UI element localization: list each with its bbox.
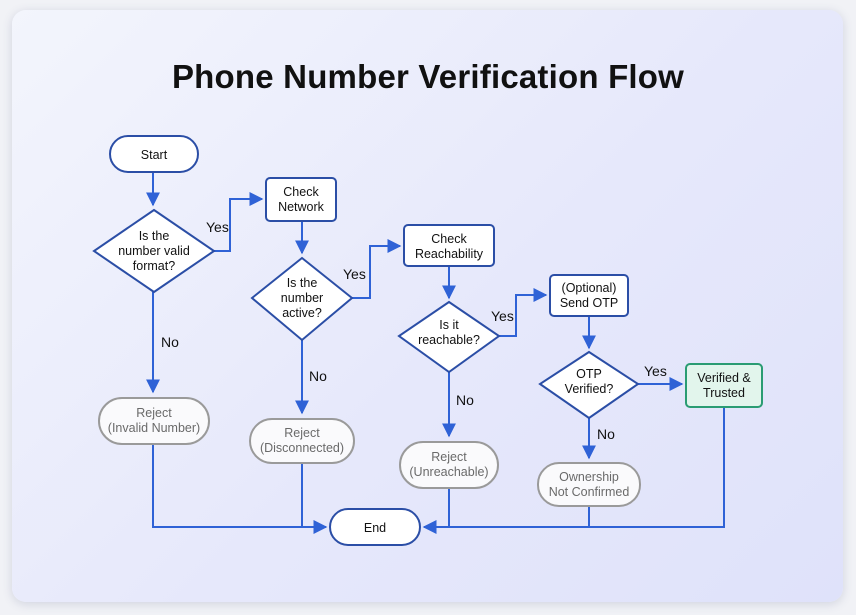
diagram-card: [12, 10, 843, 602]
edge-reject-invalid-to-end: [152, 444, 328, 534]
verified-line-2: Trusted: [703, 386, 745, 400]
edge-active-yes-to-reachability: [352, 239, 402, 299]
terminal-verified-trusted: Verified & Trusted: [685, 363, 763, 408]
terminal-reject-invalid: Reject (Invalid Number): [98, 397, 210, 445]
page-title: Phone Number Verification Flow: [171, 58, 685, 95]
active-line-3: active?: [282, 306, 322, 320]
edge-verified-to-end: [422, 407, 725, 534]
ownership-line-1: Ownership: [559, 470, 619, 484]
valid-line-1: Is the: [139, 229, 170, 243]
valid-line-3: format?: [133, 259, 175, 273]
reject-unreachable-line-2: (Unreachable): [409, 465, 488, 479]
network-line-2: Network: [278, 200, 325, 214]
network-line-1: Check: [283, 185, 319, 199]
label-no-1: No: [161, 334, 179, 350]
valid-line-2: number valid: [118, 244, 190, 258]
start-node: Start: [109, 135, 199, 173]
process-check-network: Check Network: [265, 177, 337, 222]
label-yes-4: Yes: [644, 363, 667, 379]
reachable-line-1: Is it: [439, 318, 459, 332]
reject-unreachable-line-1: Reject: [431, 450, 467, 464]
otp-line-2: Verified?: [565, 382, 614, 396]
edge-reachable-yes-to-otp: [499, 288, 548, 337]
ownership-line-2: Not Confirmed: [549, 485, 630, 499]
end-label: End: [364, 521, 386, 535]
terminal-reject-unreachable: Reject (Unreachable): [399, 441, 499, 489]
edge-valid-yes-to-network: [214, 192, 264, 252]
reject-invalid-line-1: Reject: [136, 406, 172, 420]
verified-line-1: Verified &: [697, 371, 751, 385]
label-no-3: No: [456, 392, 474, 408]
reachability-line-1: Check: [431, 232, 467, 246]
label-no-4: No: [597, 426, 615, 442]
terminal-reject-disconnected: Reject (Disconnected): [249, 418, 355, 464]
process-check-reachability: Check Reachability: [403, 224, 495, 267]
process-send-otp: (Optional) Send OTP: [549, 274, 629, 317]
reject-disconnected-line-2: (Disconnected): [260, 441, 344, 455]
reject-invalid-line-2: (Invalid Number): [108, 421, 200, 435]
label-no-2: No: [309, 368, 327, 384]
active-line-2: number: [281, 291, 323, 305]
terminal-ownership-not-confirmed: Ownership Not Confirmed: [537, 462, 641, 507]
sendotp-line-1: (Optional): [562, 281, 617, 295]
label-yes-1: Yes: [206, 219, 229, 235]
otp-line-1: OTP: [576, 367, 602, 381]
reachability-line-2: Reachability: [415, 247, 484, 261]
decision-otp-verified: OTP Verified?: [538, 350, 640, 420]
reject-disconnected-line-1: Reject: [284, 426, 320, 440]
start-label: Start: [141, 148, 168, 162]
decision-reachable: Is it reachable?: [397, 300, 501, 374]
active-line-1: Is the: [287, 276, 318, 290]
reachable-line-2: reachable?: [418, 333, 480, 347]
decision-number-active: Is the number active?: [250, 256, 354, 342]
end-node: End: [329, 508, 421, 546]
sendotp-line-2: Send OTP: [560, 296, 618, 310]
decision-valid-format: Is the number valid format?: [92, 208, 216, 294]
label-yes-3: Yes: [491, 308, 514, 324]
label-yes-2: Yes: [343, 266, 366, 282]
